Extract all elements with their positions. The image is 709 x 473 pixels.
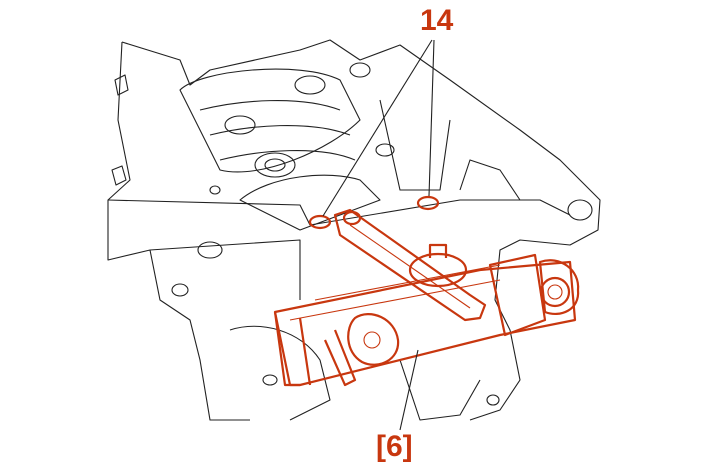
callout-14: 14 <box>420 4 454 37</box>
tool-6 <box>273 208 580 387</box>
bolts-14 <box>308 195 440 230</box>
callout-6: [6] <box>376 430 413 463</box>
leader-lines <box>322 39 435 431</box>
engine-block-outline <box>107 39 601 421</box>
